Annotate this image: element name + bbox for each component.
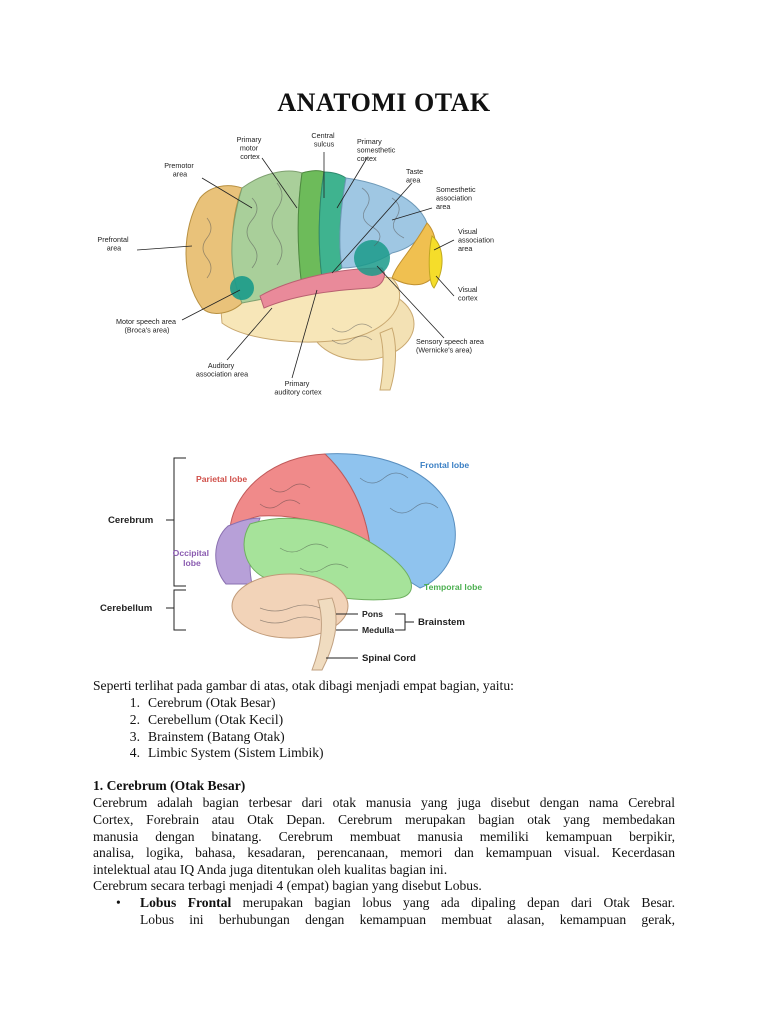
broca-area-shape	[230, 276, 254, 300]
lobe-gyri	[259, 472, 439, 624]
list-item: 1.Cerebrum (Otak Besar)	[129, 695, 276, 710]
label-frontal-lobe: Frontal lobe	[420, 460, 469, 470]
label-prefrontal-area: Prefrontal area	[97, 235, 130, 253]
intro-paragraph: Seperti terlihat pada gambar di atas, ot…	[93, 678, 514, 693]
primary-auditory-shape	[259, 267, 385, 309]
wernicke-area-shape	[354, 240, 390, 276]
label-cerebellum: Cerebellum	[100, 603, 152, 614]
list-item: 4.Limbic System (Sistem Limbik)	[129, 745, 324, 761]
bullet-lobus-frontal: • Lobus Frontal merupakan bagian lobus y…	[116, 895, 675, 927]
brain-gyri	[202, 182, 405, 345]
label-somesthetic-association-area: Somesthetic association area	[436, 185, 478, 211]
page-title: ANATOMI OTAK	[277, 88, 491, 117]
label-temporal-lobe: Temporal lobe	[424, 582, 482, 592]
cerebrum-paragraph: Cerebrum adalah bagian terbesar dari ota…	[93, 795, 675, 878]
figure1-labels: Primary motor cortex Central sulcus Prim…	[97, 131, 496, 397]
list-item: 2.Cerebellum (Otak Kecil)	[129, 711, 284, 727]
figure1-leader-lines	[136, 152, 455, 379]
label-cerebrum: Cerebrum	[108, 515, 153, 526]
parietal-lobe-shape	[229, 453, 371, 548]
list-item: 3.Brainstem (Batang Otak)	[129, 728, 285, 744]
label-motor-speech-area: Motor speech area (Broca's area)	[116, 317, 178, 335]
lobe-shapes	[215, 453, 456, 671]
label-parietal-lobe: Parietal lobe	[196, 474, 247, 484]
figure2-brackets	[166, 457, 414, 659]
label-primary-motor-cortex: Primary motor cortex	[237, 135, 264, 161]
label-premotor-area: Premotor area	[164, 161, 196, 179]
label-visual-cortex: Visual cortex	[458, 285, 479, 303]
figure2-labels: Parietal lobe Frontal lobe Cerebrum Occi…	[100, 460, 482, 664]
label-sensory-speech-area: Sensory speech area (Wernicke's area)	[416, 337, 486, 355]
brainstem-shape	[311, 597, 337, 671]
label-central-sulcus: Central sulcus	[311, 131, 336, 149]
brain-areas	[185, 170, 443, 391]
label-primary-auditory-cortex: Primary auditory cortex	[274, 379, 322, 397]
section-heading-cerebrum: 1. Cerebrum (Otak Besar)	[93, 778, 246, 793]
label-pons: Pons	[362, 609, 383, 619]
label-primary-somesthetic-cortex: Primary somesthetic cortex	[357, 137, 397, 163]
label-spinal-cord: Spinal Cord	[362, 653, 416, 664]
lobes-intro-line: Cerebrum secara terbagi menjadi 4 (empat…	[93, 878, 482, 893]
brainstem-shape	[379, 327, 396, 391]
label-taste-area: Taste area	[406, 167, 425, 185]
brain-lobes-figure: Parietal lobe Frontal lobe Cerebrum Occi…	[100, 453, 482, 671]
label-brainstem: Brainstem	[418, 617, 465, 628]
label-medulla: Medulla	[362, 625, 394, 635]
bullet-term: Lobus Frontal	[140, 895, 232, 910]
cerebellum-shape	[231, 573, 349, 639]
label-visual-association-area: Visual association area	[458, 227, 496, 253]
label-auditory-association-area: Auditory association area	[196, 361, 248, 379]
bullet-icon: •	[116, 895, 121, 910]
label-occipital-lobe: Occipital lobe	[173, 548, 212, 568]
brain-functional-areas-figure: Primary motor cortex Central sulcus Prim…	[97, 131, 496, 397]
brain-parts-list: 1.Cerebrum (Otak Besar) 2.Cerebellum (Ot…	[118, 695, 518, 762]
